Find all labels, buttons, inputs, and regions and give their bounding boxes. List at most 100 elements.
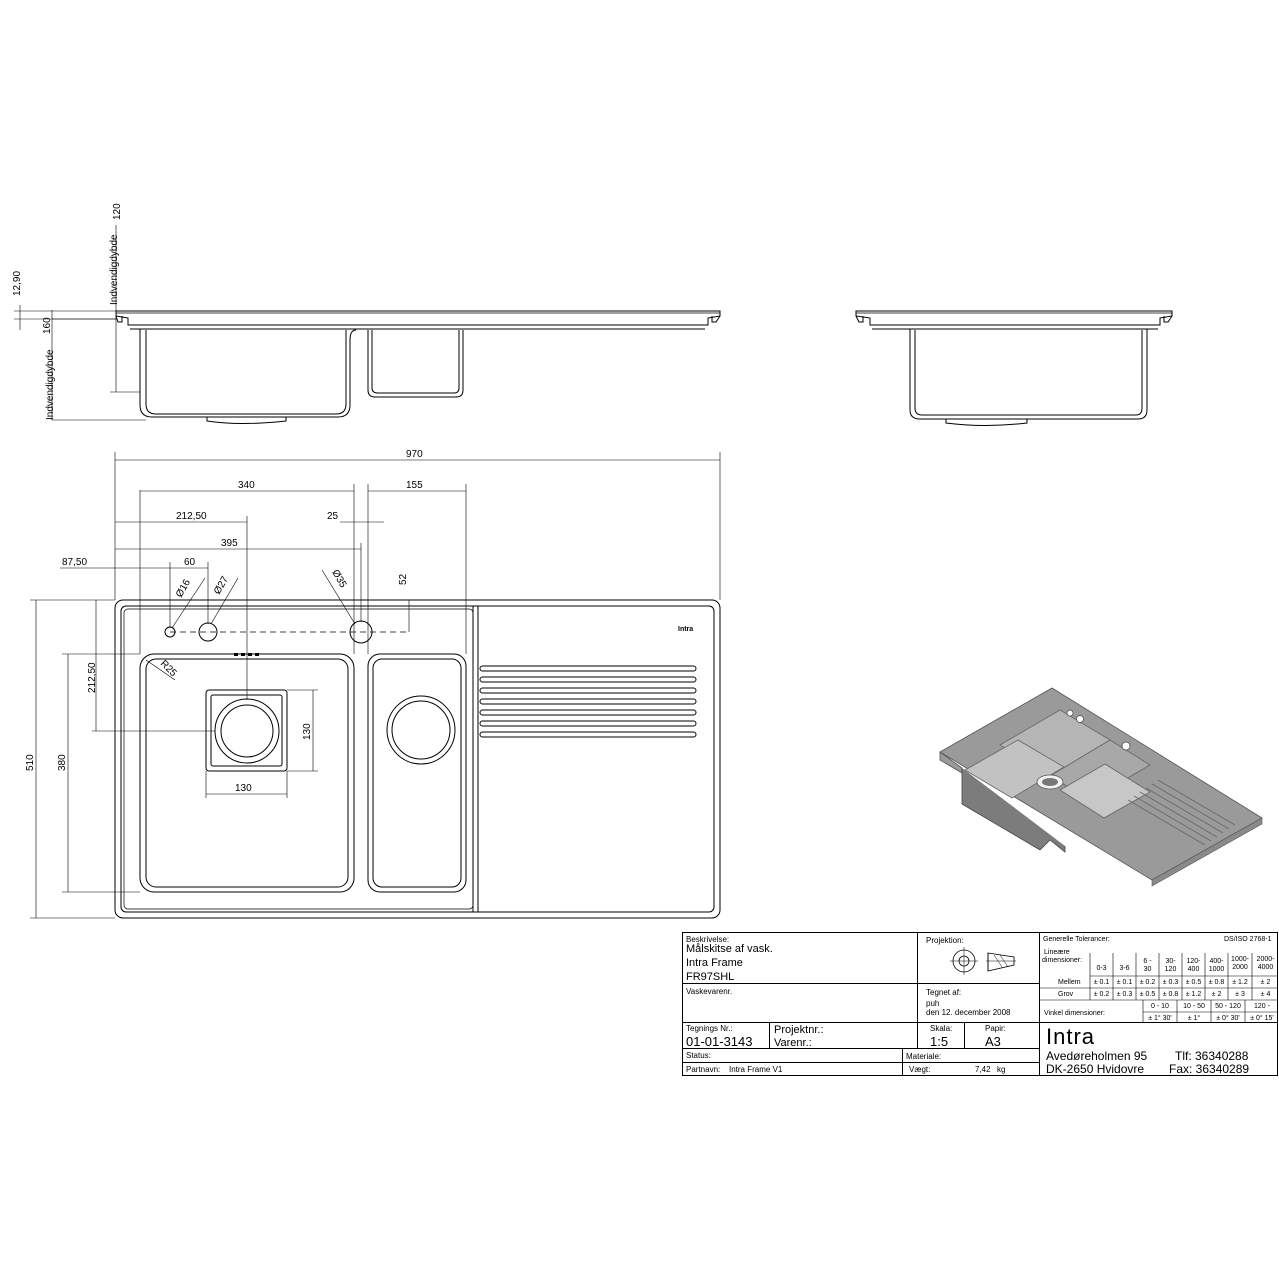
top-view: Intra	[114, 599, 721, 919]
vaskevarenr-label: Vaskevarenr.	[686, 987, 733, 996]
vaegt-value: 7,42	[975, 1065, 991, 1074]
isometric-render	[939, 687, 1263, 887]
tol-mellem-1: ± 0.1	[1116, 979, 1133, 986]
tegnet-label: Tegnet af:	[926, 988, 962, 997]
end-view	[855, 310, 1173, 426]
dim-120: 120	[112, 203, 123, 220]
varenr-label: Varenr.:	[774, 1037, 812, 1049]
tegnings-value: 01-01-3143	[686, 1034, 753, 1049]
dim-52: 52	[398, 573, 409, 585]
tol-mellem-5: ± 0.8	[1208, 979, 1225, 986]
tol-angle-range-3: 120 -	[1254, 1003, 1270, 1010]
partnavn-value: Intra Frame V1	[729, 1065, 783, 1074]
projection-symbol	[950, 947, 1016, 975]
tol-angle-val-1: ± 1°	[1187, 1015, 1201, 1022]
side-view	[115, 310, 721, 424]
tol-mellem-0: ± 0.1	[1093, 979, 1110, 986]
tol-grov-0: ± 0.2	[1093, 991, 1110, 998]
cell-beskrivelse: Beskrivelse: Målskitse af vask. Intra Fr…	[682, 932, 918, 984]
cell-skala: Skala: 1:5	[917, 1022, 965, 1049]
dim-155: 155	[406, 480, 423, 491]
projektion-label: Projektion:	[926, 936, 964, 945]
tol-grid	[1040, 953, 1277, 1022]
tol-grov-2: ± 0.5	[1139, 991, 1156, 998]
tol-mellem-3: ± 0.3	[1162, 979, 1179, 986]
side-dims: 120 Indvendigdybde 12,90 160 Indvendigdy…	[12, 203, 146, 421]
tol-range-0: 0-3	[1096, 965, 1107, 972]
beskrivelse-label: Beskrivelse:	[686, 935, 730, 944]
tol-range-1: 3-6	[1119, 965, 1130, 972]
tol-grov-5: ± 2	[1211, 991, 1222, 998]
cell-tegnet: Tegnet af: puh den 12. december 2008	[917, 983, 1040, 1023]
tol-grov-7: ± 4	[1260, 991, 1271, 998]
tol-range-6: 1000- 2000	[1231, 956, 1249, 971]
tol-mellem-2: ± 0.2	[1139, 979, 1156, 986]
tol-range-7: 2000- 4000	[1256, 956, 1275, 971]
dim-130-width: 130	[235, 783, 252, 794]
dim-970: 970	[406, 449, 423, 460]
tol-standard: DS/ISO 2768-1	[1224, 936, 1272, 943]
cell-projektnr: Projektnr.: Varenr.:	[769, 1022, 918, 1049]
tol-angle-label: Vinkel dimensioner:	[1044, 1010, 1105, 1017]
beskrivelse-line-1: Målskitse af vask.	[686, 943, 773, 955]
tol-range-3: 30- 120	[1164, 958, 1177, 973]
cell-papir: Papir: A3	[964, 1022, 1040, 1049]
partnavn-label: Partnavn:	[686, 1065, 721, 1074]
company-tlf: Tlf: 36340288	[1175, 1049, 1249, 1063]
tol-mellem-7: ± 2	[1260, 979, 1271, 986]
vaegt-unit: kg	[997, 1065, 1006, 1074]
company-address-2: DK-2650 Hvidovre	[1046, 1062, 1145, 1076]
cell-status: Status:	[682, 1048, 903, 1063]
cell-tegnings-nr: Tegnings Nr.: 01-01-3143	[682, 1022, 770, 1049]
vaegt-label: Vægt:	[909, 1065, 931, 1074]
dim-25: 25	[327, 511, 339, 522]
dim-d16: Ø16	[174, 577, 193, 599]
papir-label: Papir:	[985, 1024, 1006, 1033]
tol-label: Generelle Tolerancer:	[1043, 936, 1110, 943]
company-fax: Fax: 36340289	[1169, 1062, 1250, 1076]
tol-linear-2: dimensioner:	[1042, 957, 1083, 964]
company-logo: Intra	[1046, 1024, 1096, 1049]
cell-projektion: Projektion:	[917, 932, 1040, 984]
skala-label: Skala:	[930, 1024, 953, 1033]
dim-indvendigdybde-2: Indvendigdybde	[45, 349, 56, 420]
papir-value: A3	[985, 1034, 1001, 1049]
dim-380: 380	[57, 754, 68, 771]
dim-indvendigdybde-1: Indvendigdybde	[109, 234, 120, 305]
dim-130-height: 130	[302, 723, 313, 740]
cell-materiale: Materiale:	[902, 1048, 1040, 1063]
dim-12-90: 12,90	[12, 271, 23, 296]
tol-angle-val-0: ± 1° 30'	[1148, 1015, 1172, 1022]
beskrivelse-line-2: Intra Frame	[686, 957, 743, 969]
tol-angle-range-0: 0 - 10	[1151, 1003, 1169, 1010]
cell-partnavn: Partnavn: Intra Frame V1	[682, 1062, 903, 1076]
tol-angle-val-3: ± 0° 15'	[1250, 1015, 1274, 1022]
cell-vaegt: Vægt: 7,42 kg	[902, 1062, 1040, 1076]
cell-company: Intra Avedøreholmen 95 DK-2650 Hvidovre …	[1039, 1022, 1278, 1076]
cell-vaskevarenr: Vaskevarenr.	[682, 983, 918, 1023]
tol-range-5: 400- 1000	[1208, 958, 1225, 973]
tol-angle-val-2: ± 0° 30'	[1216, 1015, 1240, 1022]
tol-grov-4: ± 1.2	[1185, 991, 1202, 998]
tol-angle-range-1: 10 - 50	[1183, 1003, 1205, 1010]
dim-395: 395	[221, 538, 238, 549]
tol-range-2: 6 - 30	[1143, 958, 1152, 973]
tol-grov-1: ± 0.3	[1116, 991, 1133, 998]
tegnet-name: puh	[926, 999, 940, 1008]
dim-d27: Ø27	[212, 574, 231, 596]
projektnr-label: Projektnr.:	[774, 1024, 824, 1036]
tol-linear-1: Lineære	[1044, 949, 1070, 956]
dim-212-50-top: 212,50	[176, 511, 207, 522]
dim-60: 60	[184, 557, 196, 568]
dim-87-50: 87,50	[62, 557, 87, 568]
dim-510: 510	[25, 754, 36, 771]
materiale-label: Materiale:	[906, 1052, 942, 1061]
skala-value: 1:5	[930, 1034, 949, 1049]
tol-grov-3: ± 0.8	[1162, 991, 1179, 998]
dim-340: 340	[238, 480, 255, 491]
tol-angle-range-2: 50 - 120	[1215, 1003, 1241, 1010]
intra-engraving: Intra	[678, 626, 693, 633]
tol-mellem-6: ± 1.2	[1232, 979, 1248, 986]
dim-r25: R25	[158, 658, 179, 679]
